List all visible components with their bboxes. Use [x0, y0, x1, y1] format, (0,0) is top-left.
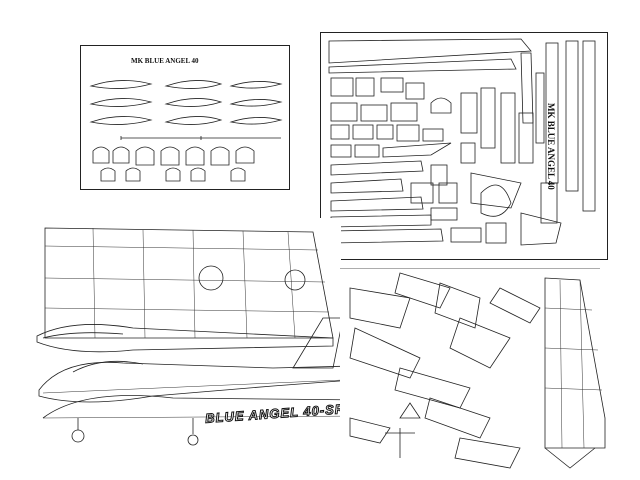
plan-main-drawing [36, 227, 341, 446]
parts-sheet-left-title: MK BLUE ANGEL 40 [131, 57, 199, 65]
plan-details [340, 268, 610, 473]
parts-sheet-right: MK BLUE ANGEL 40 [320, 32, 608, 260]
plan-details-drawing [340, 268, 606, 469]
parts-sheet-left: MK BLUE ANGEL 40 [80, 45, 290, 190]
parts-sheet-left-drawing [89, 80, 283, 182]
plan-main: BLUE ANGEL 40-SR [33, 218, 346, 470]
parts-sheet-right-drawing [328, 38, 596, 246]
